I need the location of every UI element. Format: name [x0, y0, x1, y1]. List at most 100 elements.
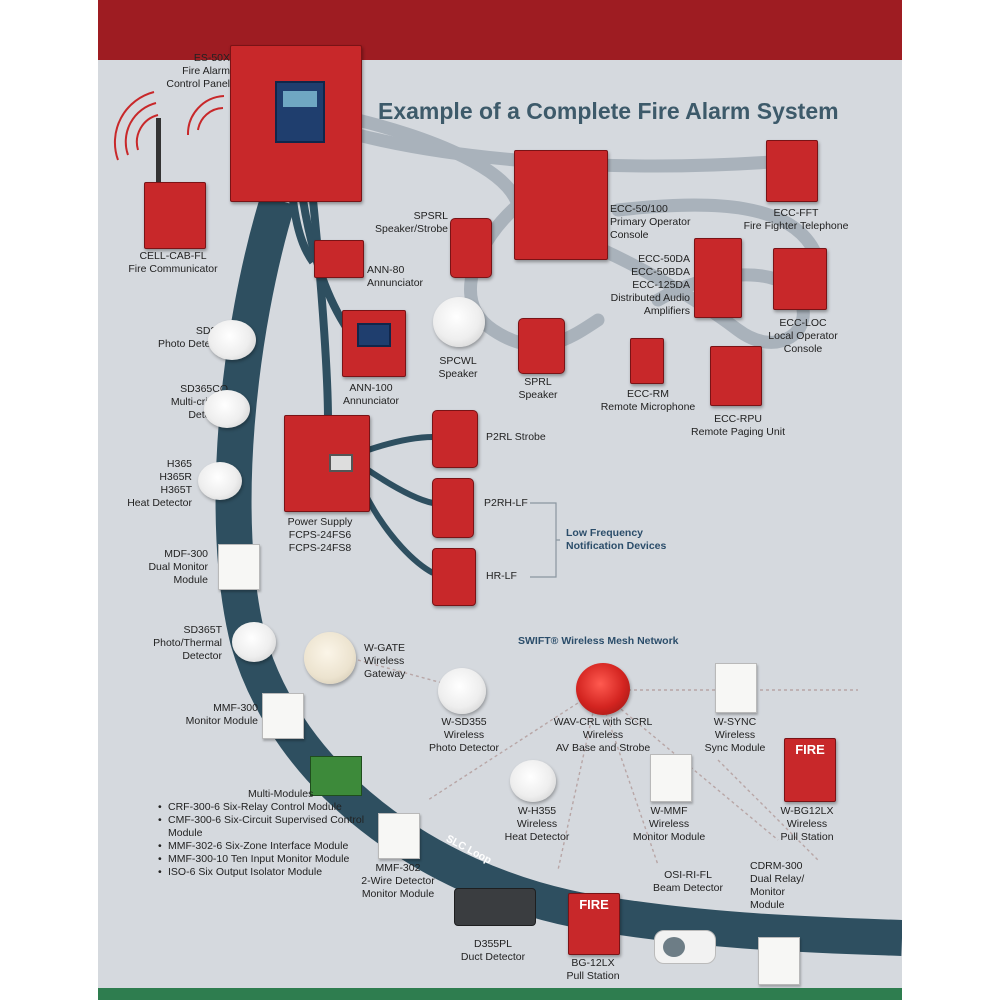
- ecc-rm-label: ECC-RM Remote Microphone: [600, 388, 696, 413]
- mdf300-label: MDF-300 Dual Monitor Module: [148, 548, 208, 586]
- fire-sign-text: FIRE: [795, 742, 825, 757]
- mesh-ray: [557, 689, 599, 871]
- network-line: [611, 198, 825, 267]
- ann100-annunciator: [342, 310, 406, 377]
- ecc-rm-microphone: [630, 338, 664, 384]
- es50x-label: ES-50X Fire Alarm Control Panel: [166, 52, 230, 90]
- ecc-loc-label: ECC-LOC Local Operator Console: [768, 317, 838, 355]
- page-title: Example of a Complete Fire Alarm System: [378, 98, 839, 124]
- multi-module-item: ISO-6 Six Output Isolator Module: [158, 866, 368, 879]
- fire-alarm-poster: Example of a Complete Fire Alarm System …: [98, 0, 902, 1000]
- cdrm300-module: [758, 937, 800, 985]
- bg12lx-label: BG-12LX Pull Station: [566, 957, 620, 982]
- multi-modules-list: CRF-300-6 Six-Relay Control Module CMF-3…: [156, 801, 368, 879]
- network-line: [531, 218, 810, 349]
- multi-module-item: MMF-302-6 Six-Zone Interface Module: [158, 840, 368, 853]
- wire-to-power-supply: [309, 199, 332, 421]
- power-supply-label: Power Supply FCPS-24FS6 FCPS-24FS8: [287, 516, 353, 554]
- p2rh-label: P2RH-LF: [484, 497, 528, 509]
- radio-wave: [124, 102, 157, 156]
- wmmf-label: W-MMF Wireless Monitor Module: [632, 805, 706, 843]
- mmf302-module: [378, 813, 420, 859]
- panel-display: [275, 81, 325, 143]
- multi-modules-label: Multi-Modules: [248, 788, 314, 800]
- wire-to-ann80: [289, 199, 317, 265]
- bg12lx-pull-station: FIRE: [568, 893, 620, 955]
- multi-module-item: CMF-300-6 Six-Circuit Supervised Control…: [158, 814, 368, 840]
- fire-sign-text: FIRE: [579, 897, 609, 912]
- ecc-fft-telephone: [766, 140, 818, 202]
- radio-wave: [197, 107, 224, 131]
- low-frequency-bracket: [530, 502, 560, 578]
- wire-to-hrlf: [360, 488, 435, 576]
- mdf300-module: [218, 544, 260, 590]
- mmf302-label: MMF-302 2-Wire Detector Monitor Module: [361, 862, 435, 900]
- wsync-label: W-SYNC Wireless Sync Module: [704, 716, 766, 754]
- mesh-ray: [357, 659, 469, 691]
- h365-label: H365 H365R H365T Heat Detector: [127, 458, 192, 509]
- wavcrl-label: WAV-CRL with SCRL Wireless AV Base and S…: [553, 716, 653, 754]
- ecc-fft-label: ECC-FFT Fire Fighter Telephone: [743, 207, 849, 232]
- ecc-loc-console: [773, 248, 827, 310]
- wire-to-p2rl: [367, 434, 434, 453]
- hrlf-label: HR-LF: [486, 570, 517, 582]
- w-bg12lx-pull-station: FIRE: [784, 738, 836, 802]
- swift-heading: SWIFT® Wireless Mesh Network: [518, 635, 679, 647]
- spsrl-speaker-strobe: [450, 218, 492, 278]
- wh355-label: W-H355 Wireless Heat Detector: [504, 805, 570, 843]
- p2rl-label: P2RL Strobe: [486, 431, 546, 443]
- ecc50-label: ECC-50/100 Primary Operator Console: [610, 203, 691, 241]
- d355pl-duct-detector: [454, 888, 536, 926]
- ecc-rpu-label: ECC-RPU Remote Paging Unit: [691, 413, 785, 438]
- p2rh-lf-device: [432, 478, 474, 538]
- h365-heat-detector: [198, 462, 242, 500]
- p2rl-strobe: [432, 410, 478, 468]
- sprl-speaker: [518, 318, 565, 374]
- wsd355-label: W-SD355 Wireless Photo Detector: [428, 716, 500, 754]
- osi-beam-detector: [654, 930, 716, 964]
- antenna: [156, 118, 161, 188]
- cdrm-label: CDRM-300 Dual Relay/ Monitor Module: [750, 860, 805, 911]
- hr-lf-device: [432, 548, 476, 606]
- mesh-ray: [427, 689, 599, 801]
- bottom-bar: [98, 988, 902, 1000]
- mmf300-label: MMF-300 Monitor Module: [185, 702, 258, 727]
- power-supply: [284, 415, 370, 512]
- cell-cab-fl-communicator: [144, 182, 206, 249]
- spcwl-speaker: [433, 297, 485, 347]
- multi-module-item: CRF-300-6 Six-Relay Control Module: [158, 801, 368, 814]
- w-sd355-detector: [438, 668, 486, 714]
- sd365t-detector: [232, 622, 276, 662]
- es50x-control-panel: [230, 45, 362, 202]
- osi-label: OSI-RI-FL Beam Detector: [652, 869, 724, 894]
- ann100-label: ANN-100 Annunciator: [342, 382, 400, 407]
- w-sync-module: [715, 663, 757, 713]
- radio-wave: [135, 114, 159, 151]
- mmf300-module: [262, 693, 304, 739]
- spsrl-label: SPSRL Speaker/Strobe: [375, 210, 448, 235]
- w-h355-detector: [510, 760, 556, 802]
- ecc50-operator-console: [514, 150, 608, 260]
- ann80-label: ANN-80 Annunciator: [367, 264, 424, 289]
- spcwl-label: SPCWL Speaker: [438, 355, 478, 380]
- wav-crl-strobe: [576, 663, 630, 715]
- ecc50da-amplifiers: [694, 238, 742, 318]
- wire-to-p2rh: [366, 467, 434, 506]
- wbg12lx-label: W-BG12LX Wireless Pull Station: [780, 805, 834, 843]
- low-frequency-heading: Low Frequency Notification Devices: [566, 527, 667, 552]
- radio-wave: [113, 91, 155, 161]
- wgate-label: W-GATE Wireless Gateway: [364, 642, 406, 680]
- w-mmf-module: [650, 754, 692, 802]
- d355pl-label: D355PL Duct Detector: [460, 938, 526, 963]
- ecc-rpu-paging-unit: [710, 346, 762, 406]
- ann80-annunciator: [314, 240, 364, 278]
- sd365t-label: SD365T Photo/Thermal Detector: [153, 624, 222, 662]
- w-gate-gateway: [304, 632, 356, 684]
- sprl-label: SPRL Speaker: [518, 376, 558, 401]
- ecc50da-label: ECC-50DA ECC-50BDA ECC-125DA Distributed…: [610, 253, 690, 317]
- radio-wave: [186, 95, 225, 136]
- multi-module-board: [310, 756, 362, 796]
- sd365-photo-detector: [208, 320, 256, 360]
- multi-module-item: MMF-300-10 Ten Input Monitor Module: [158, 853, 368, 866]
- sd365co-detector: [204, 390, 250, 428]
